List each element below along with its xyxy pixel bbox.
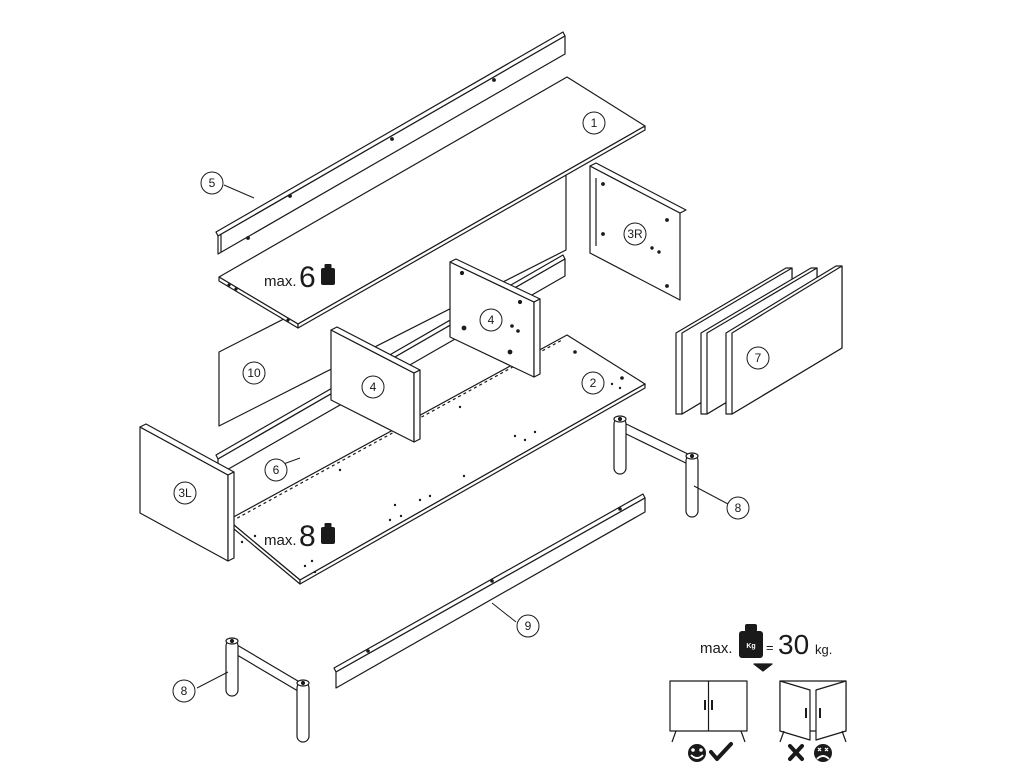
- svg-text:8: 8: [299, 520, 316, 553]
- total-load-limit: max. Kg = 30 kg.: [700, 624, 832, 660]
- part-7-doors: [675, 265, 843, 415]
- happy-check-icon: [688, 742, 733, 762]
- svg-text:=: =: [766, 640, 774, 655]
- weight-icon: Kg: [739, 624, 763, 658]
- label-part-7: 7: [755, 351, 762, 365]
- label-part-9: 9: [525, 619, 532, 633]
- label-part-2: 2: [590, 376, 597, 390]
- part-2-bottom-shelf: [227, 334, 646, 585]
- label-part-4-back: 4: [488, 313, 495, 327]
- label-part-8-right: 8: [735, 501, 742, 515]
- sad-cross-icon: [788, 744, 832, 762]
- cabinet-open-doors-wrong: [779, 680, 847, 743]
- svg-text:Kg: Kg: [746, 643, 755, 650]
- part-8-legs-right: [613, 415, 699, 518]
- svg-text:max.: max.: [264, 532, 297, 549]
- label-part-3l: 3L: [178, 486, 192, 500]
- part-9-rail: [333, 493, 646, 689]
- part-1-top-shelf: [218, 76, 646, 329]
- svg-text:max.: max.: [700, 640, 733, 657]
- svg-text:6: 6: [299, 261, 316, 294]
- part-8-legs-left: [225, 637, 310, 743]
- part-5-rail: [215, 31, 566, 255]
- top-shelf-load-limit: max. 6: [264, 261, 335, 294]
- label-part-8-left: 8: [181, 684, 188, 698]
- arrow-down-icon: [753, 663, 773, 672]
- svg-text:kg.: kg.: [815, 642, 832, 657]
- label-part-1: 1: [591, 116, 598, 130]
- label-part-5: 5: [209, 176, 216, 190]
- label-part-3r: 3R: [627, 227, 643, 241]
- cabinet-closed-doors-correct: [669, 680, 748, 743]
- label-part-6: 6: [273, 463, 280, 477]
- svg-text:30: 30: [778, 629, 809, 660]
- label-part-10: 10: [247, 366, 261, 380]
- label-part-4-front: 4: [370, 380, 377, 394]
- svg-text:max.: max.: [264, 273, 297, 290]
- bottom-shelf-load-limit: max. 8: [264, 520, 335, 553]
